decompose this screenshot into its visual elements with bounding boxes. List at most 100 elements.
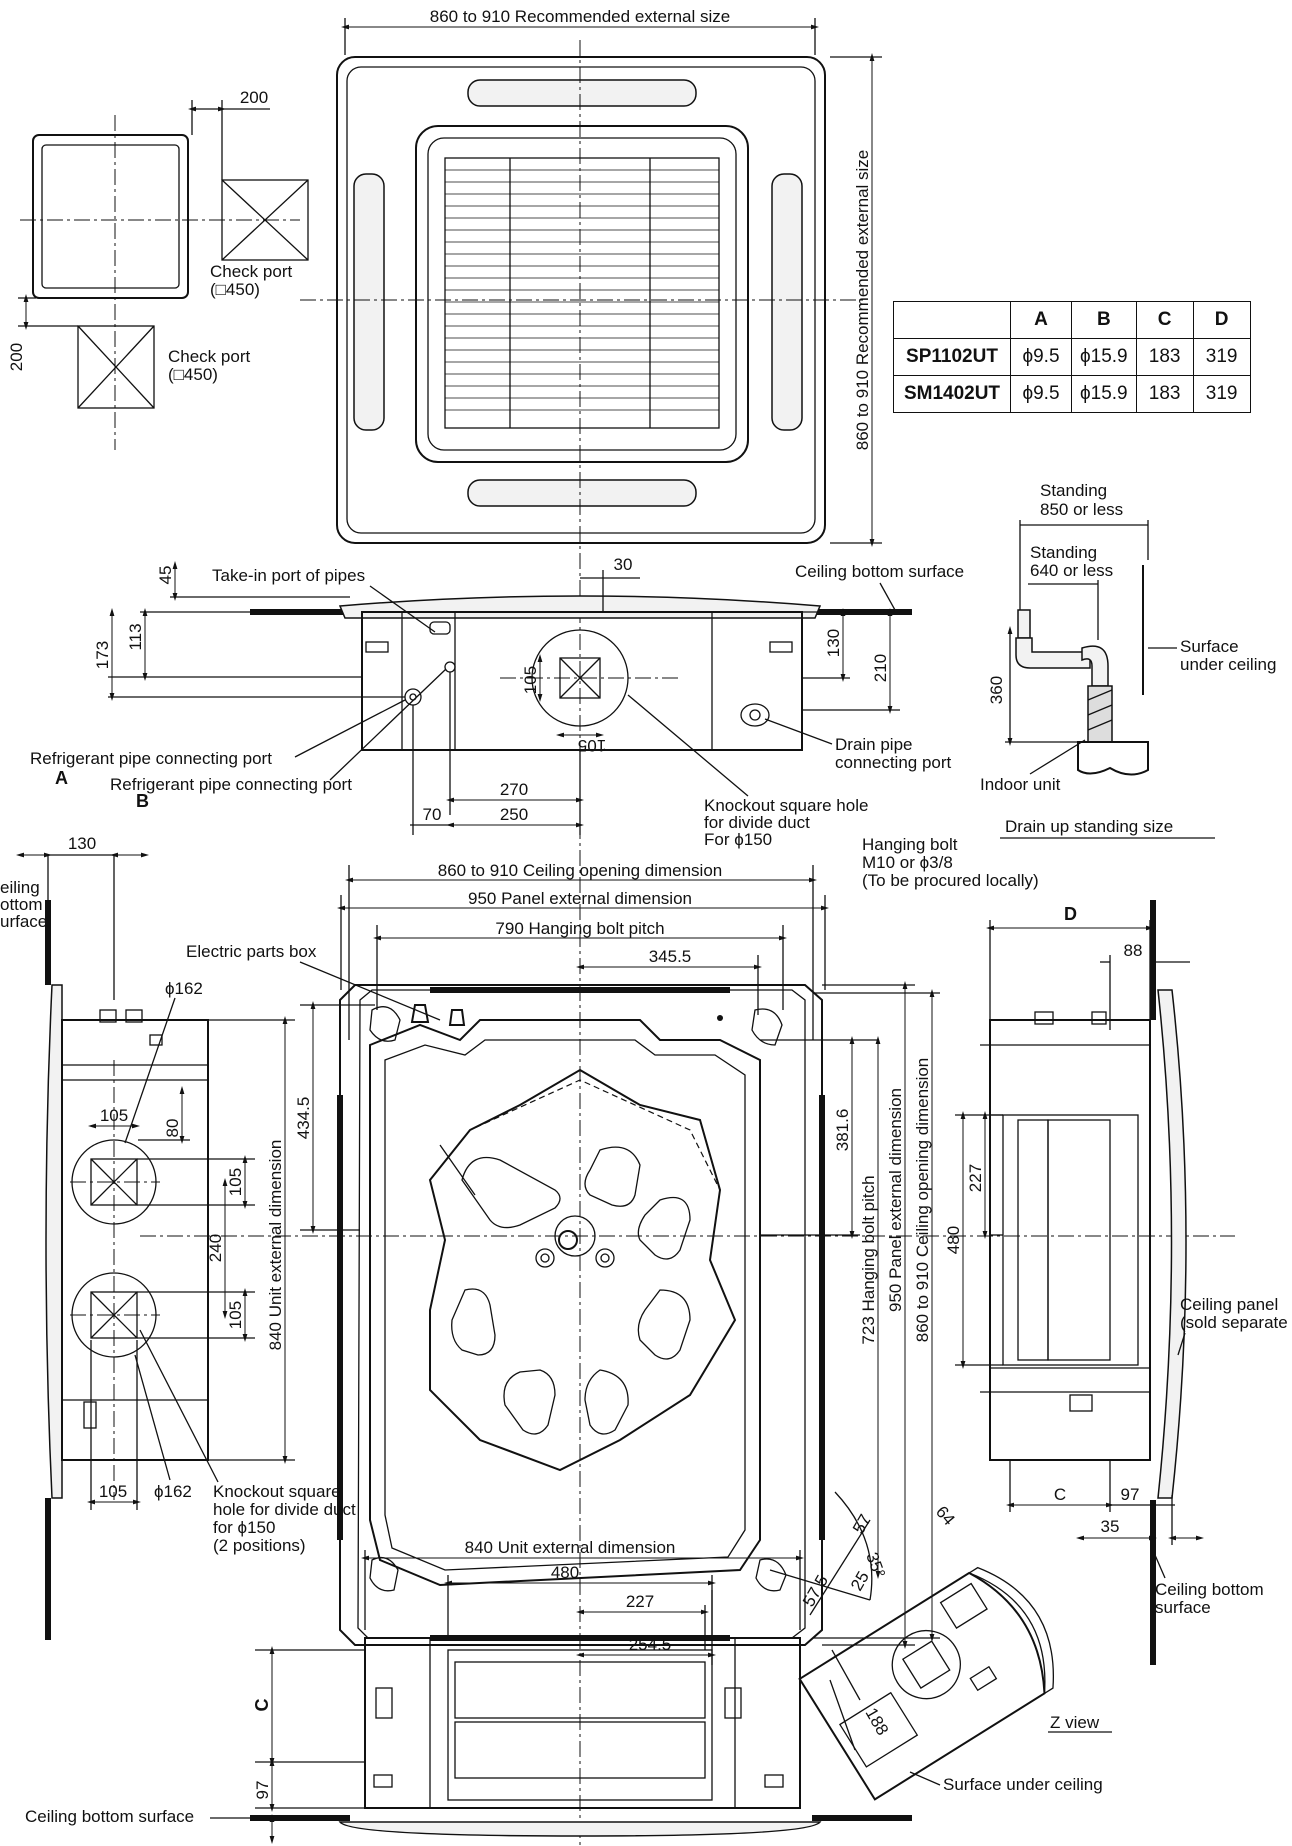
- left-dim-130: 130: [68, 834, 96, 853]
- table-cell: SM1402UT: [893, 375, 1011, 413]
- right-ceil-a: Ceiling bottom: [1155, 1580, 1264, 1599]
- drain-label-1: Drain pipe: [835, 735, 913, 754]
- drain-surface-a: Surface: [1180, 637, 1239, 656]
- hanging-bolt-1: Hanging bolt: [862, 835, 958, 854]
- drain-s850-a: Standing: [1040, 481, 1107, 500]
- left-knock-3: for ϕ150: [213, 1518, 275, 1537]
- front-dim-97: 97: [253, 1781, 272, 1800]
- front-c-label: C: [252, 1699, 272, 1712]
- front-dim-227: 227: [626, 1592, 654, 1611]
- right-dim-227: 227: [966, 1164, 985, 1192]
- right-dim-88: 88: [1124, 941, 1143, 960]
- check-port-1-a: Check port: [210, 262, 292, 281]
- left-unit-ext: 840 Unit external dimension: [266, 1140, 285, 1351]
- left-view: eiling ottom urface 130 ϕ162 105: [0, 834, 356, 1640]
- grille-lines: [445, 169, 719, 411]
- table-header-cell: C: [1135, 301, 1194, 339]
- right-view: D 88 227 480 Ceiling panel (sold separat…: [944, 900, 1288, 1665]
- ref-a-label: Refrigerant pipe connecting port: [30, 749, 272, 768]
- top-height-dim: 860 to 910 Recommended external size: [853, 150, 872, 451]
- z-dim-64: 64: [932, 1502, 959, 1529]
- side-dim-173: 173: [93, 641, 112, 669]
- right-c-label: C: [1054, 1485, 1066, 1504]
- right-dim-480: 480: [944, 1226, 963, 1254]
- side-dim-70: 70: [423, 805, 442, 824]
- drain-view: Standing 850 or less Standing 640 or les…: [980, 481, 1276, 839]
- bottom-v-950: 950 Panel external dimension: [886, 1088, 905, 1312]
- bottom-dim-254: 254.5: [629, 1635, 672, 1654]
- left-knock-4: (2 positions): [213, 1536, 306, 1555]
- table-cell: SP1102UT: [893, 338, 1011, 376]
- table-cell: 319: [1192, 375, 1251, 413]
- table-header-cell: [893, 301, 1011, 339]
- table-header-cell: D: [1192, 301, 1251, 339]
- side-dim-250: 250: [500, 805, 528, 824]
- check-dim-200-h: 200: [240, 88, 268, 107]
- right-ceil-b: surface: [1155, 1598, 1211, 1617]
- drain-s850-b: 850 or less: [1040, 500, 1123, 519]
- left-dim-105-b: 105: [226, 1301, 245, 1329]
- drain-surface-b: under ceiling: [1180, 655, 1276, 674]
- left-ceil-1: eiling: [0, 878, 40, 897]
- right-panel-b: (sold separate: [1180, 1313, 1288, 1332]
- knock-side-3: For ϕ150: [704, 830, 772, 849]
- table-row: SM1402UT ϕ9.5 ϕ15.9 183 319: [893, 375, 1251, 413]
- front-unit-ext: 840 Unit external dimension: [465, 1538, 676, 1557]
- bottom-dim-434: 434.5: [294, 1097, 313, 1140]
- table-cell: ϕ15.9: [1071, 375, 1137, 413]
- z-surface: Surface under ceiling: [943, 1775, 1103, 1794]
- front-ceiling-bottom: Ceiling bottom surface: [25, 1807, 194, 1826]
- side-dim-130: 130: [824, 629, 843, 657]
- ref-b-letter: B: [136, 791, 149, 811]
- table-cell: 319: [1192, 338, 1251, 376]
- front-dim-480: 480: [551, 1563, 579, 1582]
- side-dim-105-v: 105: [521, 666, 540, 694]
- ceiling-bottom-label: Ceiling bottom surface: [795, 562, 964, 581]
- left-ceil-3: urface: [0, 912, 47, 931]
- drain-caption: Drain up standing size: [1005, 817, 1173, 836]
- side-dim-105-h: 105: [578, 736, 606, 755]
- drain-s640-a: Standing: [1030, 543, 1097, 562]
- check-port-2-a: Check port: [168, 347, 250, 366]
- left-dim-105-top: 105: [100, 1106, 128, 1125]
- table-header-row: A B C D: [893, 301, 1251, 339]
- table-header-cell: A: [1010, 301, 1072, 339]
- left-knock-1: Knockout square: [213, 1482, 341, 1501]
- z-view: 57 64 57.5 25 188 Z view Surface under c…: [798, 1502, 1112, 1801]
- left-phi162-bottom: ϕ162: [154, 1482, 192, 1501]
- bottom-v-860: 860 to 910 Ceiling opening dimension: [913, 1058, 932, 1342]
- electric-parts-label: Electric parts box: [186, 942, 317, 961]
- check-port-2-b: (□450): [168, 365, 218, 384]
- bottom-dim-381: 381.6: [833, 1109, 852, 1152]
- side-view: Take-in port of pipes Ceiling bottom sur…: [30, 555, 964, 849]
- drain-indoor: Indoor unit: [980, 775, 1061, 794]
- left-ceil-2: ottom: [0, 895, 43, 914]
- bottom-pitch-label: 790 Hanging bolt pitch: [495, 919, 664, 938]
- check-dim-200-v: 200: [7, 343, 26, 371]
- knock-side-1: Knockout square hole: [704, 796, 868, 815]
- check-port-1-b: (□450): [210, 280, 260, 299]
- check-port-view: 200 200 Check port (□450) Check port (□4…: [7, 88, 309, 450]
- right-panel-a: Ceiling panel: [1180, 1295, 1278, 1314]
- bottom-view: 860 to 910 Ceiling opening dimension 950…: [140, 835, 1235, 1701]
- table-cell: 183: [1135, 375, 1194, 413]
- top-view: 860 to 910 Recommended external size: [300, 7, 882, 1845]
- left-dim-80: 80: [163, 1119, 182, 1138]
- drain-dim-360: 360: [987, 676, 1006, 704]
- ref-a-letter: A: [55, 768, 68, 788]
- top-width-dim: 860 to 910 Recommended external size: [430, 7, 731, 26]
- side-dim-270: 270: [500, 780, 528, 799]
- table-header-cell: B: [1071, 301, 1137, 339]
- side-dim-45: 45: [156, 566, 175, 585]
- table-cell: 183: [1135, 338, 1194, 376]
- right-dim-35: 35: [1101, 1517, 1120, 1536]
- table-cell: ϕ9.5: [1010, 375, 1072, 413]
- hanging-bolt-2: M10 or ϕ3/8: [862, 853, 953, 872]
- left-knock-2: hole for divide duct: [213, 1500, 356, 1519]
- side-dim-113: 113: [126, 623, 145, 650]
- side-dim-210: 210: [871, 654, 890, 682]
- bottom-dim-345: 345.5: [649, 947, 692, 966]
- bottom-v-723: 723 Hanging bolt pitch: [859, 1175, 878, 1344]
- z-dim-57-5: 57.5: [799, 1572, 832, 1610]
- spec-table: A B C D SP1102UT ϕ9.5 ϕ15.9 183 319 SM14…: [893, 301, 1251, 413]
